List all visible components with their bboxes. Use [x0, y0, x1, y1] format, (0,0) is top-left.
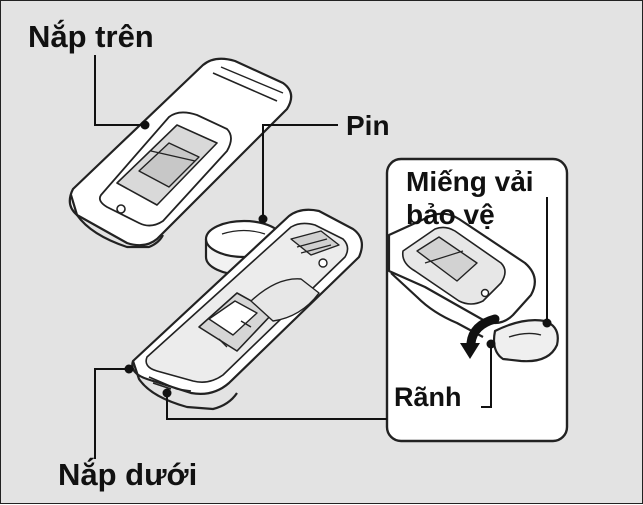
label-bottom-cover: Nắp dưới	[58, 457, 198, 492]
leader-lines	[94, 55, 548, 459]
label-protective-cloth-line2: bảo vệ	[406, 199, 495, 230]
label-groove: Rãnh	[394, 382, 462, 412]
label-protective-cloth-line1: Miếng vải	[406, 166, 534, 197]
leader-dots	[124, 120, 552, 398]
top-cover-drawing	[68, 57, 293, 249]
label-protective-cloth: Miếng vải bảo vệ	[406, 165, 534, 231]
label-battery: Pin	[346, 110, 390, 141]
label-top-cover: Nắp trên	[28, 19, 154, 54]
bottom-cover-drawing	[131, 208, 364, 411]
inset-panel	[385, 157, 569, 443]
